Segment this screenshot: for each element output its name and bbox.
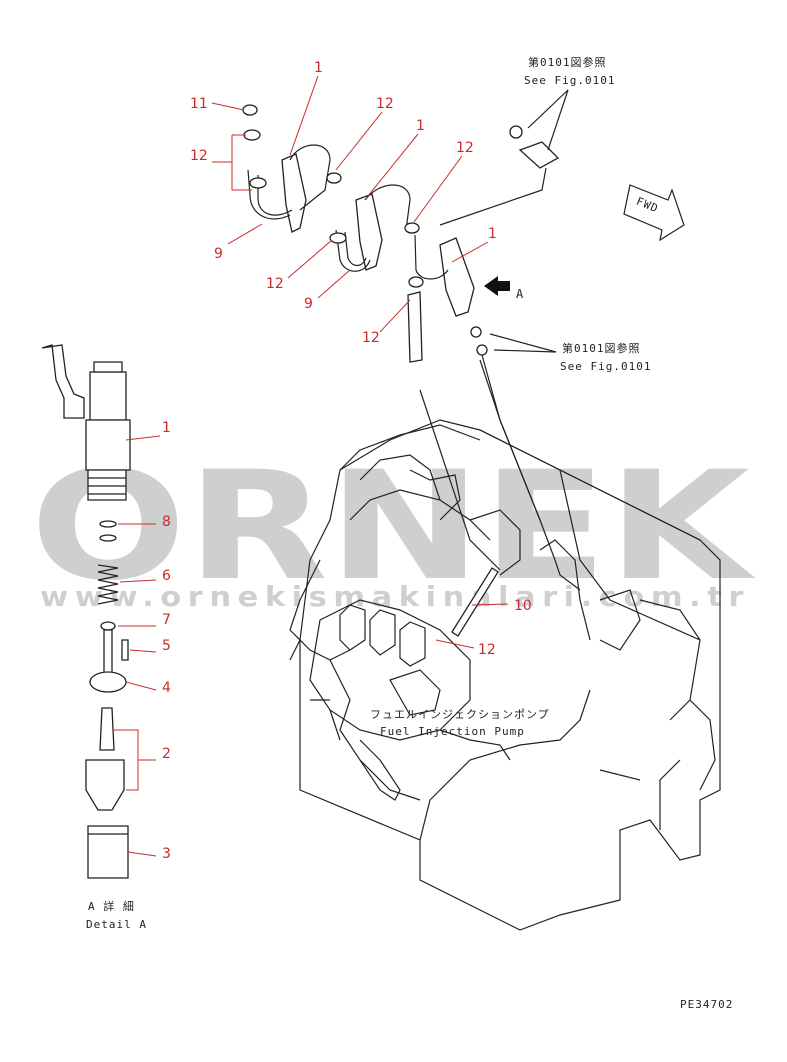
callout-11: 11: [190, 96, 208, 112]
drawing-code: PE34702: [680, 998, 733, 1011]
ref-mid-jp: 第0101図参照: [562, 341, 641, 355]
detail-a-en: Detail A: [86, 918, 147, 931]
pump-label-en: Fuel Injection Pump: [380, 725, 525, 738]
callout-1-top: 1: [314, 60, 323, 76]
ref-top-en: See Fig.0101: [524, 74, 615, 87]
callout-12-top: 12: [376, 96, 394, 112]
watermark-brand: ORNEK: [30, 440, 756, 614]
callout-2: 2: [162, 746, 171, 762]
callout-10: 10: [514, 598, 532, 614]
callout-12-left: 12: [190, 148, 208, 164]
callout-leaders: [114, 75, 509, 857]
view-arrow-a: A: [484, 276, 524, 301]
callout-5: 5: [162, 638, 171, 654]
pump-label-jp: フュエルインジェクションポンプ: [370, 708, 550, 721]
fwd-arrow-icon: FWD: [623, 184, 685, 242]
callout-12-pump: 12: [478, 642, 496, 658]
arrow-a-label: A: [516, 287, 524, 301]
callout-1-upper-mid: 1: [416, 118, 425, 134]
callout-8: 8: [162, 514, 171, 530]
callout-12-pipe: 12: [362, 330, 380, 346]
ref-mid-en: See Fig.0101: [560, 360, 651, 373]
callout-7: 7: [162, 612, 171, 628]
fuel-injection-pump: [309, 599, 511, 801]
callout-1-right: 1: [488, 226, 497, 242]
callout-numbers: 1 12 1 12 1 11 12 9 12 9 12 10 12 1 8 6 …: [162, 60, 532, 862]
callout-1-detail: 1: [162, 420, 171, 436]
detail-a-label: A 詳 細 Detail A: [86, 899, 147, 931]
pump-label: フュエルインジェクションポンプ Fuel Injection Pump: [370, 708, 550, 738]
callout-9-mid: 9: [304, 296, 313, 312]
watermark-url: www.ornekismakinalari.com.tr: [40, 580, 750, 613]
detail-a-view: [41, 344, 131, 879]
callout-12-upper-right: 12: [456, 140, 474, 156]
callout-12-mid: 12: [266, 276, 284, 292]
detail-a-jp: A 詳 細: [88, 899, 135, 913]
engine-block: [289, 419, 721, 931]
callout-3: 3: [162, 846, 171, 862]
callout-9-left: 9: [214, 246, 223, 262]
fwd-label: FWD: [634, 195, 660, 216]
reference-note-top: 第0101図参照 See Fig.0101: [524, 55, 615, 151]
callout-6: 6: [162, 568, 171, 584]
watermark: ORNEK www.ornekismakinalari.com.tr: [30, 440, 756, 614]
injection-lines: [242, 104, 560, 521]
leak-off-tube: [419, 359, 581, 637]
callout-4: 4: [162, 680, 171, 696]
reference-note-mid: 第0101図参照 See Fig.0101: [489, 333, 651, 373]
ref-top-jp: 第0101図参照: [528, 55, 607, 69]
